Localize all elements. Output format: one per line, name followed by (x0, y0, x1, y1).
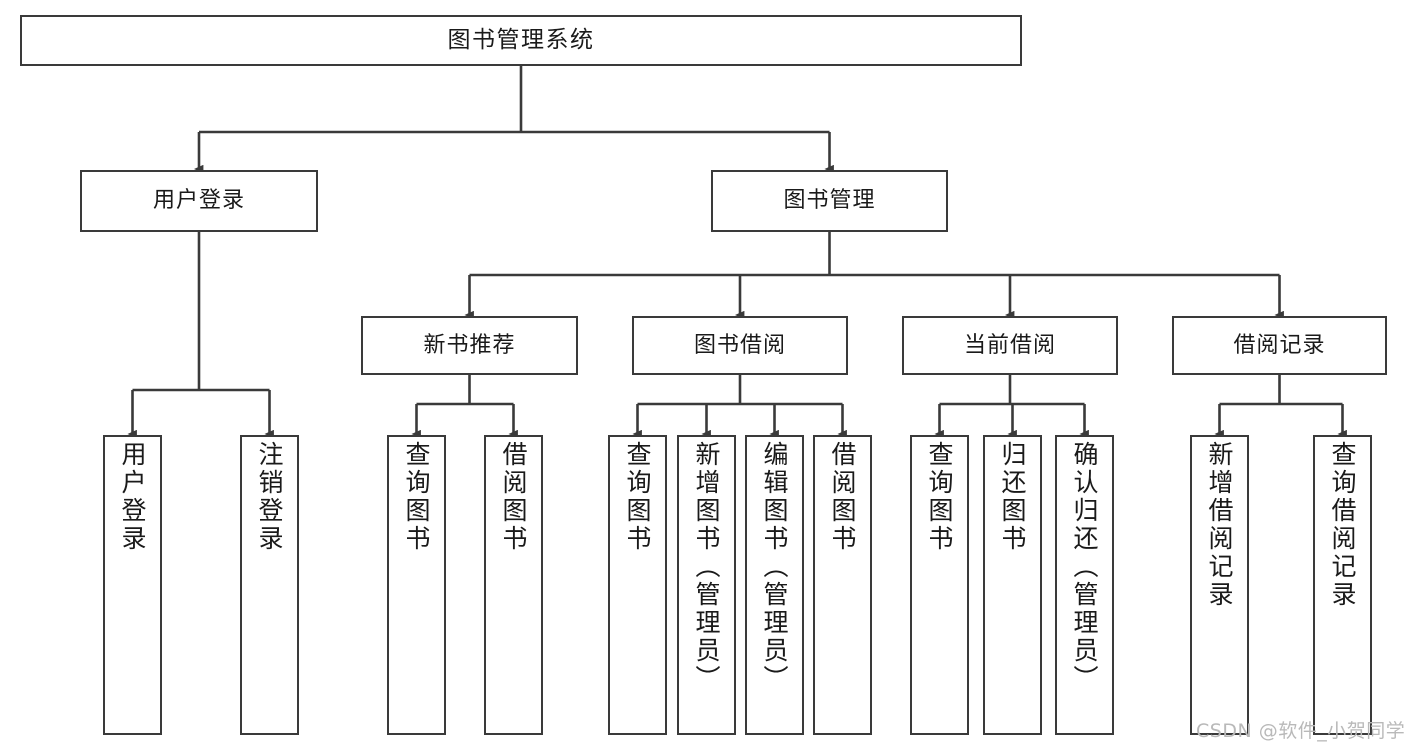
leaf-add-borrow-record[interactable]: 新增借阅记录 (1190, 435, 1249, 735)
leaf-logout-label: 注销登录 (255, 441, 284, 553)
leaf-borrow-book-b-label: 借阅图书 (828, 441, 857, 553)
leaf-borrow-book-b[interactable]: 借阅图书 (813, 435, 872, 735)
node-book-borrow[interactable]: 图书借阅 (632, 316, 848, 375)
leaf-user-login[interactable]: 用户登录 (103, 435, 162, 735)
leaf-edit-book[interactable]: 编辑图书（管理员） (745, 435, 804, 735)
leaf-edit-book-label: 编辑图书（管理员） (760, 441, 789, 693)
node-current-borrow[interactable]: 当前借阅 (902, 316, 1118, 375)
leaf-add-borrow-record-label: 新增借阅记录 (1205, 441, 1234, 609)
node-book-manage[interactable]: 图书管理 (711, 170, 948, 232)
leaf-query-book-b[interactable]: 查询图书 (608, 435, 667, 735)
leaf-query-book-b-label: 查询图书 (623, 441, 652, 553)
node-book-borrow-label: 图书借阅 (693, 332, 786, 358)
leaf-query-book-c-label: 查询图书 (925, 441, 954, 553)
leaf-confirm-return-label: 确认归还（管理员） (1070, 441, 1099, 693)
node-new-book-recommend-label: 新书推荐 (423, 332, 516, 358)
leaf-return-book-label: 归还图书 (998, 441, 1027, 553)
leaf-user-login-label: 用户登录 (118, 441, 147, 553)
node-current-borrow-label: 当前借阅 (963, 332, 1056, 358)
node-root[interactable]: 图书管理系统 (20, 15, 1022, 66)
node-user-login[interactable]: 用户登录 (80, 170, 318, 232)
leaf-borrow-book-a-label: 借阅图书 (499, 441, 528, 553)
leaf-query-borrow-record-label: 查询借阅记录 (1328, 441, 1357, 609)
leaf-add-book-label: 新增图书（管理员） (692, 441, 721, 693)
leaf-return-book[interactable]: 归还图书 (983, 435, 1042, 735)
csdn-watermark: CSDN @软件_小贺同学 (1196, 720, 1405, 742)
leaf-logout[interactable]: 注销登录 (240, 435, 299, 735)
leaf-query-book-a[interactable]: 查询图书 (387, 435, 446, 735)
leaf-add-book[interactable]: 新增图书（管理员） (677, 435, 736, 735)
node-book-manage-label: 图书管理 (783, 188, 876, 214)
node-new-book-recommend[interactable]: 新书推荐 (361, 316, 578, 375)
leaf-borrow-book-a[interactable]: 借阅图书 (484, 435, 543, 735)
leaf-query-book-a-label: 查询图书 (402, 441, 431, 553)
leaf-confirm-return[interactable]: 确认归还（管理员） (1055, 435, 1114, 735)
node-root-label: 图书管理系统 (447, 26, 595, 53)
node-borrow-record-label: 借阅记录 (1233, 332, 1326, 358)
node-user-login-label: 用户登录 (152, 188, 245, 214)
node-borrow-record[interactable]: 借阅记录 (1172, 316, 1387, 375)
leaf-query-borrow-record[interactable]: 查询借阅记录 (1313, 435, 1372, 735)
leaf-query-book-c[interactable]: 查询图书 (910, 435, 969, 735)
